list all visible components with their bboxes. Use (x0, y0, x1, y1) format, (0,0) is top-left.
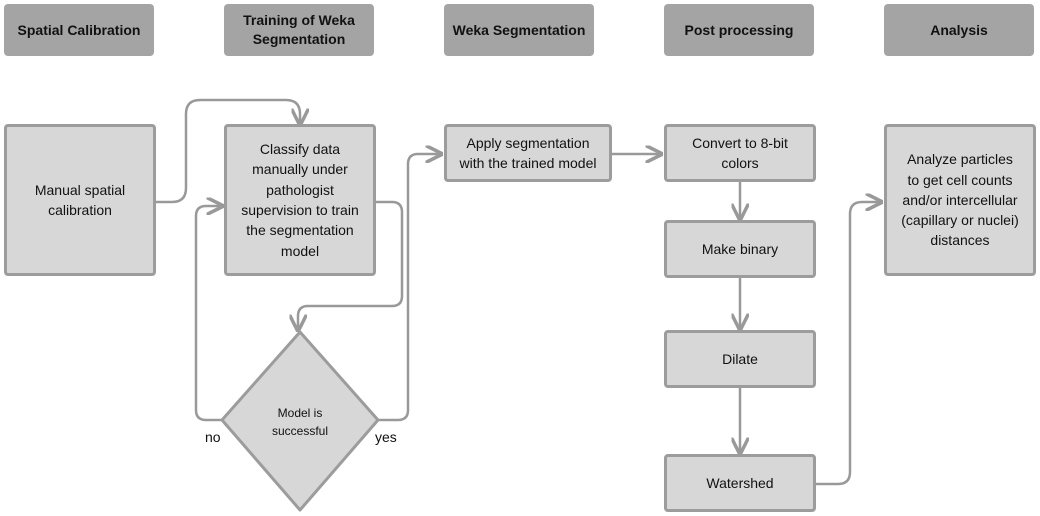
edge-label-no: no (205, 429, 221, 445)
decision-diamond (220, 330, 380, 512)
node-watershed: Watershed (664, 454, 816, 512)
node-dilate: Dilate (664, 330, 816, 388)
node-manual-calibration: Manual spatial calibration (4, 124, 156, 276)
edge-watershed-to-analyze (816, 202, 881, 486)
node-classify-data: Classify data manually under pathologist… (224, 124, 376, 276)
decision-label: Model is successful (271, 406, 329, 438)
node-apply-segmentation: Apply segmentation with the trained mode… (444, 124, 612, 182)
header-spatial-calibration: Spatial Calibration (4, 4, 154, 56)
node-analyze-particles: Analyze particles to get cell counts and… (884, 124, 1036, 276)
header-weka-segmentation: Weka Segmentation (444, 4, 594, 56)
decision-node: Model is successful (222, 332, 378, 512)
edge-calibration-to-classify (156, 98, 300, 204)
edge-decision-yes (378, 154, 441, 422)
node-make-binary: Make binary (664, 220, 816, 278)
edge-label-yes: yes (375, 429, 397, 445)
edge-decision-no (194, 206, 222, 422)
node-convert-8bit: Convert to 8-bit colors (664, 124, 816, 182)
header-analysis: Analysis (884, 4, 1034, 56)
header-training-weka: Training of Weka Segmentation (224, 4, 374, 56)
header-post-processing: Post processing (664, 4, 814, 56)
edge-classify-to-decision (298, 200, 404, 330)
